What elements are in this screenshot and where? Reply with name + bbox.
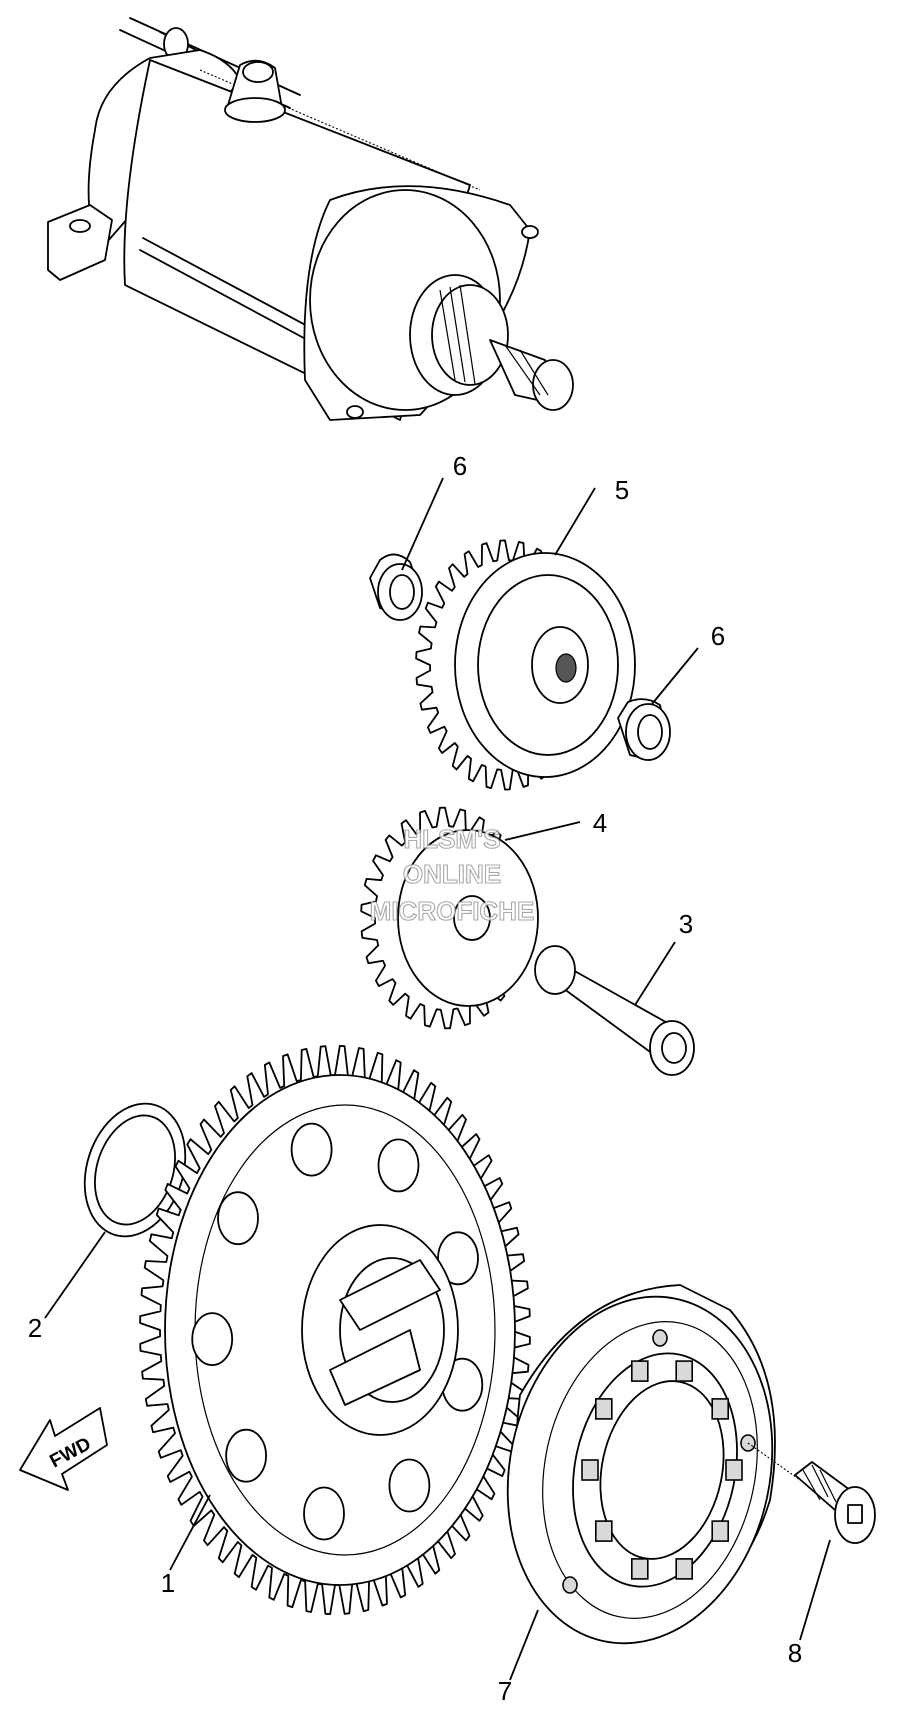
starter-wheel-gear-1: [139, 1045, 531, 1615]
callout-6-lower: 6: [711, 621, 725, 651]
gear-hole: [225, 1428, 268, 1483]
watermark: HLSM'S ONLINE MICROFICHE: [369, 823, 535, 926]
clutch-sprag-cell: [675, 1360, 694, 1382]
clutch-sprag-cell: [711, 1398, 730, 1420]
clutch-sprag-cell: [630, 1360, 649, 1382]
callout-2: 2: [28, 1313, 42, 1343]
clutch-sprag-cell: [594, 1398, 613, 1420]
callout-7: 7: [498, 1676, 512, 1706]
callout-8: 8: [788, 1638, 802, 1668]
clutch-sprag-cell: [581, 1459, 599, 1481]
fwd-direction-arrow: FWD: [19, 1407, 108, 1491]
callout-5: 5: [615, 475, 629, 505]
gear-hole: [303, 1486, 345, 1541]
watermark-line-3: MICROFICHE: [370, 896, 535, 926]
clutch-sprag-cell: [675, 1558, 694, 1580]
clutch-sprag-cell: [711, 1520, 730, 1542]
clutch-sprag-cell: [594, 1520, 613, 1542]
gear-hole: [377, 1138, 420, 1193]
clutch-sprag-cell: [725, 1459, 743, 1481]
one-way-clutch-7: [506, 1284, 776, 1681]
callout-3: 3: [679, 909, 693, 939]
gear-hole: [388, 1458, 431, 1513]
gear-4: [360, 806, 581, 1030]
shaft-3: [534, 941, 695, 1076]
collar-6-lower: [617, 647, 699, 761]
collar-6-upper: [369, 477, 444, 621]
callout-labels: 1 2 3 4 5 6 6 7 8: [28, 451, 802, 1706]
starter-motor: [47, 17, 574, 421]
gear-hole: [217, 1191, 259, 1246]
callout-1: 1: [161, 1568, 175, 1598]
callout-6-upper: 6: [453, 451, 467, 481]
clutch-sprag-cell: [630, 1558, 649, 1580]
callout-4: 4: [593, 808, 607, 838]
bolt-8: [747, 1442, 876, 1641]
gear-hole: [191, 1312, 234, 1366]
idler-gear-5: [415, 487, 636, 791]
gear-hole: [290, 1122, 333, 1177]
washer-2: [44, 1102, 187, 1319]
watermark-line-1: HLSM'S: [403, 824, 500, 854]
watermark-line-2: ONLINE: [403, 859, 501, 889]
